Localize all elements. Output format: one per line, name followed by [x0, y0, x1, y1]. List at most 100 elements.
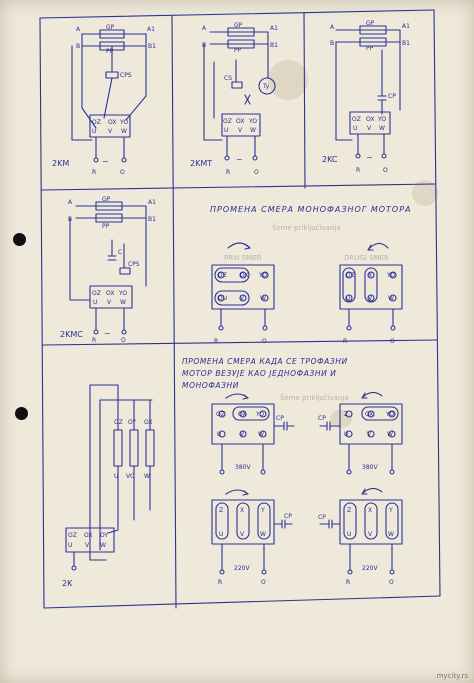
terminal-box-second-labels: OZ X YO U V W R O	[343, 272, 395, 345]
svg-text:A1: A1	[148, 199, 156, 206]
svg-text:OY: OY	[100, 532, 108, 539]
svg-text:YO: YO	[255, 411, 264, 418]
svg-text:X: X	[368, 507, 372, 514]
terminal-box-380-first-labels: OZ OX YO U V W CP 380V	[216, 411, 284, 471]
svg-text:CP: CP	[388, 93, 396, 100]
panel-title-2km: 2KM	[52, 159, 69, 168]
svg-text:YO: YO	[377, 116, 386, 123]
svg-text:OY: OY	[128, 419, 136, 426]
svg-text:R: R	[343, 338, 347, 345]
svg-text:O: O	[254, 169, 259, 176]
svg-text:V: V	[368, 531, 373, 538]
svg-text:W: W	[388, 531, 394, 538]
svg-text:O: O	[390, 338, 395, 345]
svg-text:R: R	[356, 167, 360, 174]
svg-text:OX: OX	[106, 290, 114, 297]
svg-text:B1: B1	[270, 42, 278, 49]
svg-text:X: X	[240, 507, 244, 514]
svg-text:U: U	[92, 128, 96, 135]
watermark: mycity.rs	[436, 672, 468, 680]
stain	[268, 60, 308, 100]
svg-text:R: R	[346, 579, 350, 586]
svg-text:220V: 220V	[234, 565, 250, 572]
svg-text:380V: 380V	[235, 464, 251, 471]
svg-text:CP: CP	[284, 513, 292, 520]
svg-text:U: U	[114, 473, 118, 480]
svg-text:A: A	[68, 199, 73, 206]
svg-text:YO: YO	[119, 119, 128, 126]
svg-text:W: W	[121, 128, 127, 135]
svg-text:OZ: OZ	[216, 411, 225, 418]
svg-text:O: O	[261, 579, 266, 586]
labels-2km: A B A1 B1 GP PP CPS OZ OX YO U V W R O ~	[76, 24, 156, 176]
svg-text:B1: B1	[148, 43, 156, 50]
svg-text:CP: CP	[318, 415, 326, 422]
labels-2k: OZ OY OX U VO W OZ OX OY U V W	[68, 419, 152, 549]
svg-text:~: ~	[104, 329, 111, 338]
svg-text:PP: PP	[366, 45, 374, 52]
heading-three-phase-line-2: МОТОР ВЕЗУЈЕ КАО ЈЕДНОФАЗНИ И	[182, 369, 337, 378]
svg-text:O: O	[121, 337, 126, 344]
diagram-2kmt	[203, 27, 276, 161]
svg-text:Z: Z	[219, 507, 223, 514]
svg-text:O: O	[262, 338, 267, 345]
svg-text:CS: CS	[224, 75, 232, 82]
svg-text:O: O	[120, 169, 125, 176]
svg-text:W: W	[260, 531, 266, 538]
svg-text:OX: OX	[236, 118, 244, 125]
svg-text:Y: Y	[388, 507, 393, 514]
panel-title-2kmc: 2KMC	[60, 330, 83, 339]
svg-text:V: V	[107, 299, 112, 306]
svg-text:U: U	[219, 531, 223, 538]
svg-text:380V: 380V	[362, 464, 378, 471]
svg-text:GP: GP	[366, 20, 375, 27]
svg-text:OZ: OZ	[68, 532, 77, 539]
svg-text:PP: PP	[106, 48, 114, 55]
svg-text:C: C	[118, 249, 122, 256]
pencil-caption: Šeme priključivanja	[280, 393, 349, 402]
terminal-box-380-second-labels: Z OX YO U V W CP 380V	[318, 411, 394, 471]
svg-text:V: V	[108, 128, 113, 135]
svg-text:W: W	[250, 127, 256, 134]
pencil-caption: Šeme priključivanja	[272, 223, 341, 232]
terminal-box-first-labels: OZ OX YO OU V W R O	[214, 272, 267, 345]
labels-2kc: A B A1 B1 GP PP CP OZ OX YO U V W R O ~	[330, 20, 410, 174]
svg-text:OZ: OZ	[352, 116, 361, 123]
svg-text:A: A	[76, 26, 81, 33]
svg-text:U: U	[68, 542, 72, 549]
svg-text:YO: YO	[248, 118, 257, 125]
svg-text:V: V	[85, 542, 90, 549]
svg-text:B: B	[76, 43, 80, 50]
svg-text:V: V	[240, 531, 245, 538]
terminal-box-second	[339, 242, 403, 331]
punch-hole	[13, 233, 26, 246]
svg-text:OZ: OZ	[223, 118, 232, 125]
svg-text:U: U	[93, 299, 97, 306]
svg-text:R: R	[214, 338, 218, 345]
svg-text:YO: YO	[386, 272, 395, 279]
svg-text:GP: GP	[102, 196, 111, 203]
heading-single-phase: ПРОМЕНА СМЕРА МОНОФАЗНОГ МОТОРА	[210, 205, 412, 214]
svg-text:OX: OX	[240, 272, 248, 279]
svg-text:PP: PP	[234, 47, 242, 54]
labels-2kmt: A B A1 B1 GP PP CS Ty OZ OX YO U V W R O…	[202, 22, 278, 176]
pencil-label-prvi: PRVI SMER	[224, 254, 262, 262]
svg-text:R: R	[92, 337, 96, 344]
svg-text:220V: 220V	[362, 565, 378, 572]
panel-grid	[39, 9, 441, 609]
svg-text:V: V	[368, 295, 373, 302]
svg-text:B: B	[330, 40, 334, 47]
svg-text:OX: OX	[365, 411, 373, 418]
svg-text:U: U	[224, 127, 228, 134]
svg-text:OZ: OZ	[92, 119, 101, 126]
svg-text:YO: YO	[258, 272, 267, 279]
terminal-box-380-second	[319, 391, 403, 475]
svg-text:CPS: CPS	[128, 261, 140, 268]
diagram-2kc	[335, 25, 401, 159]
svg-text:U: U	[347, 531, 351, 538]
svg-text:V: V	[238, 127, 243, 134]
heading-three-phase-line-3: МОНОФАЗНИ	[182, 381, 239, 390]
svg-text:B1: B1	[148, 216, 156, 223]
svg-text:W: W	[379, 125, 385, 132]
